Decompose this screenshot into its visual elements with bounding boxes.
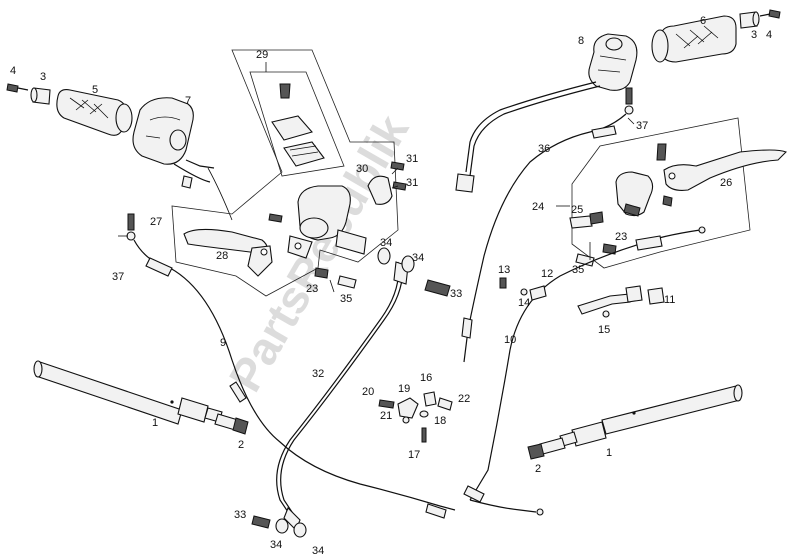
label-31: 31 [406, 177, 418, 189]
label-24: 24 [532, 201, 544, 213]
label-17: 17 [408, 449, 420, 461]
label-34: 34 [270, 539, 282, 551]
master-cylinder-clamp [367, 161, 407, 205]
label-3: 3 [40, 71, 46, 83]
label-1: 1 [606, 447, 612, 459]
label-25: 25 [571, 204, 583, 216]
label-1: 1 [152, 417, 158, 429]
left-switch-wire [207, 167, 233, 221]
left-handlebar [33, 360, 223, 425]
label-10: 10 [504, 334, 516, 346]
right-switch-wire [465, 81, 597, 173]
right-screw-4 [759, 9, 781, 19]
label-2: 2 [238, 439, 244, 451]
label-31: 31 [406, 153, 418, 165]
cable-bracket-11 [577, 285, 665, 318]
label-28: 28 [216, 250, 228, 262]
label-35: 35 [572, 264, 584, 276]
label-18: 18 [434, 415, 446, 427]
label-20: 20 [362, 386, 374, 398]
label-11: 11 [664, 294, 675, 306]
label-12: 12 [541, 268, 553, 280]
left-screw-4 [6, 83, 29, 93]
label-6: 6 [700, 15, 706, 27]
label-15: 15 [598, 324, 610, 336]
clutch-lever-bracket [615, 171, 673, 217]
left-bar-end-weight [30, 87, 51, 105]
label-4: 4 [10, 65, 16, 77]
callout-labels: 1 1 2 2 3 3 4 4 5 6 7 8 9 10 11 12 13 14… [10, 15, 772, 557]
leader-lines [118, 62, 635, 293]
brake-hose-32 [276, 261, 400, 519]
label-8: 8 [578, 35, 584, 47]
left-grip [56, 89, 133, 136]
label-37: 37 [112, 271, 124, 283]
label-19: 19 [398, 383, 410, 395]
label-27: 27 [150, 216, 162, 228]
label-34: 34 [312, 545, 324, 557]
label-30: 30 [356, 163, 368, 175]
label-16: 16 [420, 372, 432, 384]
right-handlebar [559, 384, 743, 447]
master-cylinder-body [268, 185, 367, 259]
clutch-lever [656, 143, 787, 191]
label-21: 21 [380, 410, 392, 422]
left-cable-adjuster [126, 213, 136, 241]
label-33: 33 [450, 288, 462, 300]
label-4: 4 [766, 29, 772, 41]
label-33: 33 [234, 509, 246, 521]
front-brake-lever [183, 228, 273, 277]
reservoir-cap-kit [271, 83, 325, 167]
label-7: 7 [185, 95, 191, 107]
label-3: 3 [751, 29, 757, 41]
right-bar-end-bolt [527, 437, 566, 460]
label-26: 26 [720, 177, 732, 189]
banjo-washers-top [377, 247, 415, 273]
label-13: 13 [498, 264, 510, 276]
label-37: 37 [636, 120, 648, 132]
clip-12-14 [499, 277, 547, 301]
right-switch-housing [588, 33, 638, 91]
banjo-bolt-bottom [251, 515, 307, 538]
label-23: 23 [615, 231, 627, 243]
right-grip [651, 15, 737, 63]
label-34: 34 [412, 252, 424, 264]
right-bar-end-weight [739, 11, 760, 29]
switch-connector [455, 173, 475, 193]
brake-light-switch [314, 267, 357, 289]
banjo-bolt-top [424, 279, 451, 297]
label-22: 22 [458, 393, 470, 405]
label-32: 32 [312, 368, 324, 380]
label-34: 34 [380, 237, 392, 249]
label-36: 36 [538, 143, 550, 155]
center-clamp-group [378, 391, 453, 443]
left-switch-housing [132, 97, 215, 189]
left-bar-end-bolt [214, 413, 249, 435]
clutch-kit-box [571, 117, 751, 269]
label-2: 2 [535, 463, 541, 475]
right-cable-adjuster [624, 87, 634, 115]
label-29: 29 [256, 49, 268, 61]
label-35: 35 [340, 293, 352, 305]
label-9: 9 [220, 337, 226, 349]
label-5: 5 [92, 84, 98, 96]
clutch-switch-parts [569, 211, 617, 267]
label-14: 14 [518, 297, 530, 309]
label-23: 23 [306, 283, 318, 295]
